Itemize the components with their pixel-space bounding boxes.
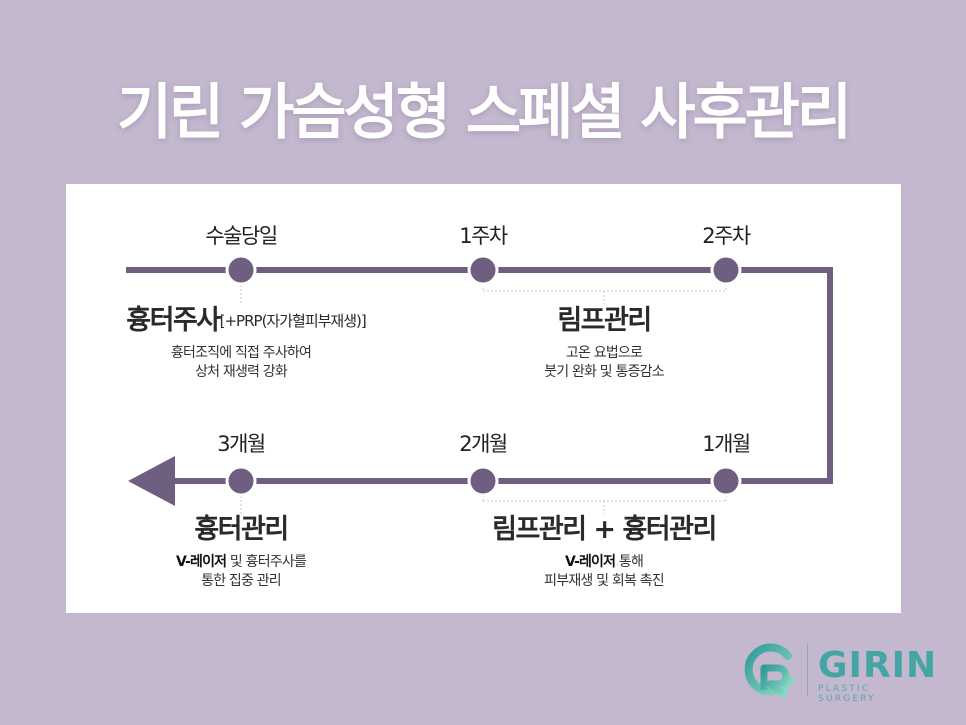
desc-rest: 통해	[615, 554, 644, 570]
treatment-desc-scar-injection: 흉터조직에 직접 주사하여 상처 재생력 강화	[170, 344, 312, 382]
treatment-desc-scar-care: V-레이저 및 흉터주사를 통한 집중 관리	[175, 553, 307, 591]
treatment-heading-lymph-care: 림프관리	[557, 305, 652, 336]
logo-wordmark: GIRIN	[818, 645, 938, 686]
desc-rest: 및 흉터주사를	[226, 554, 307, 570]
treatment-heading-text: 흉터주사	[126, 305, 221, 336]
stage-label-week-2: 2주차	[702, 224, 751, 248]
stage-label-month-3: 3개월	[217, 432, 266, 456]
desc-line: 흉터조직에 직접 주사하여	[170, 345, 312, 361]
logo-divider	[807, 644, 808, 696]
treatment-desc-lymph-scar-care: V-레이저 통해 피부재생 및 회복 촉진	[544, 553, 664, 591]
desc-line: V-레이저 통해	[544, 553, 664, 572]
stage-label-month-1: 1개월	[702, 432, 751, 456]
treatment-heading-sub: [+PRP(자가혈피부재생)]	[219, 312, 367, 330]
treatment-heading-scar-injection: 흉터주사[+PRP(자가혈피부재생)]	[126, 305, 367, 337]
desc-line: 통한 집중 관리	[201, 573, 282, 589]
gr-monogram-icon	[744, 643, 794, 699]
desc-line: 상처 재생력 강화	[195, 364, 288, 380]
brand-logo: GIRIN PLASTIC SURGERY	[740, 640, 936, 704]
stage-label-week-1: 1주차	[459, 224, 508, 248]
desc-line: 붓기 완화 및 통증감소	[544, 364, 664, 380]
page-title: 기린 가슴성형 스페셜 사후관리	[116, 78, 852, 148]
logo-tagline: PLASTIC SURGERY	[818, 684, 876, 704]
desc-bold: V-레이저	[175, 554, 227, 570]
treatment-heading-lymph-scar-care: 림프관리 + 흉터관리	[492, 514, 717, 545]
desc-line: 피부재생 및 회복 촉진	[544, 573, 664, 589]
desc-line: V-레이저 및 흉터주사를	[175, 553, 307, 572]
treatment-heading-scar-care: 흉터관리	[194, 514, 289, 545]
desc-line: 고온 요법으로	[565, 345, 643, 361]
stage-label-surgery-day: 수술당일	[205, 224, 278, 248]
timeline-card	[66, 184, 901, 613]
stage-label-month-2: 2개월	[459, 432, 508, 456]
desc-bold: V-레이저	[564, 554, 616, 570]
treatment-desc-lymph-care: 고온 요법으로 붓기 완화 및 통증감소	[544, 344, 664, 382]
